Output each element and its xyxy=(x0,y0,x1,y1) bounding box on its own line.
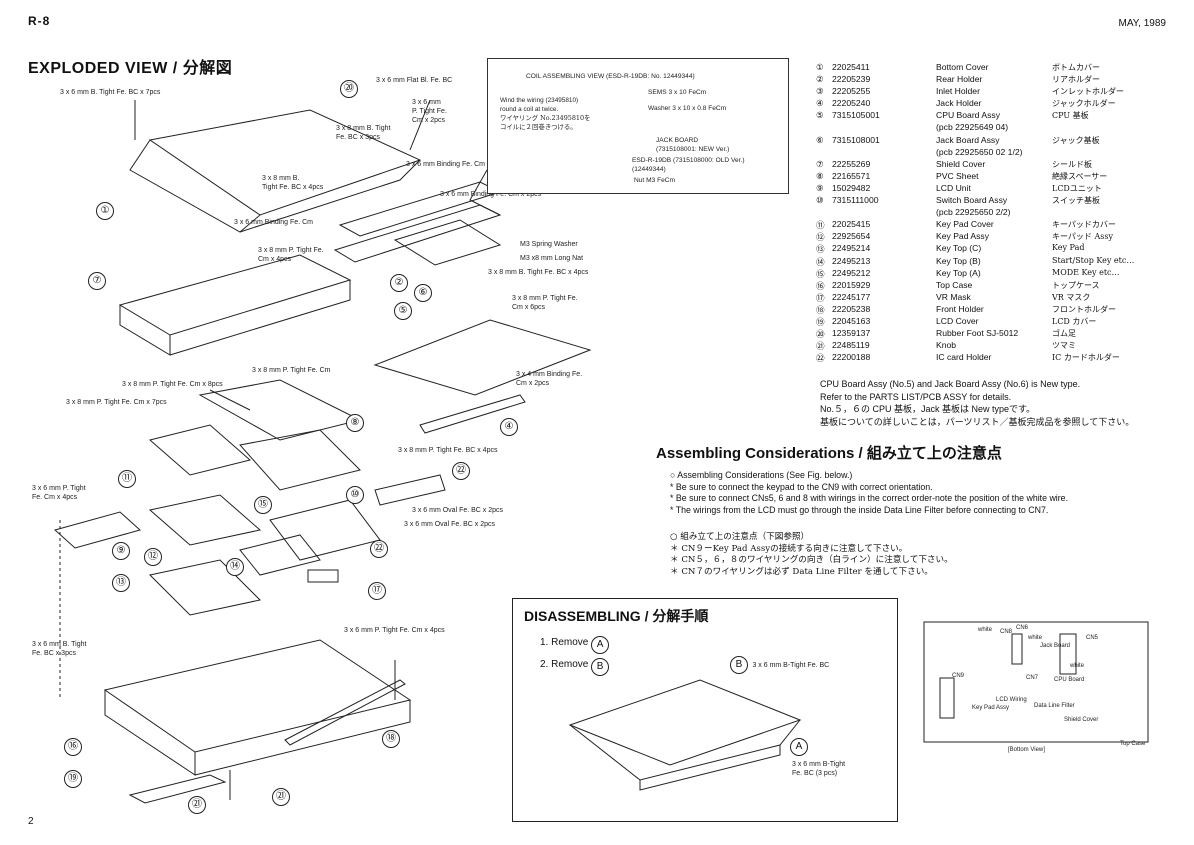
coil-wind-en: Wind the wiring (23495810) round a coil … xyxy=(500,97,579,113)
screw-label: 3 x 6 mm P. Tight Fe. Cm x 2pcs xyxy=(412,99,447,124)
bv-cn5: CN5 xyxy=(1086,635,1099,641)
screw-label: 3 x 8 mm P. Tight Fe. Cm x 6pcs xyxy=(512,295,578,311)
callout-16: ⑯ xyxy=(64,738,82,756)
callout-21b: ㉑ xyxy=(272,788,290,806)
page-code: R-8 xyxy=(28,14,51,28)
exploded-view-title: EXPLODED VIEW / 分解図 xyxy=(28,60,233,77)
callout-1: ① xyxy=(96,202,114,220)
callout-5: ⑤ xyxy=(394,302,412,320)
coil-wind-jp: ワイヤリング No.23495810を コイルに２回巻きつける。 xyxy=(500,114,591,131)
bv-white: white xyxy=(978,627,993,633)
mark-b: B xyxy=(730,656,748,674)
callout-13: ⑬ xyxy=(112,574,130,592)
callout-21a: ㉑ xyxy=(188,796,206,814)
bv-white-2: white xyxy=(1028,635,1043,641)
callout-15: ⑮ xyxy=(254,496,272,514)
coil-washer: Washer 3 x 10 x 0.8 FeCm xyxy=(648,105,727,112)
assembling-text-jp: ○ 組み立て上の注意点（下図参照） ＊ CN９ーKey Pad Assyの接続す… xyxy=(670,532,953,577)
screw-a-label: 3 x 6 mm B-Tight Fe. BC (3 pcs) xyxy=(792,761,846,777)
step-1: 1. Remove A xyxy=(540,634,610,654)
callout-20: ⑳ xyxy=(340,80,358,98)
screw-label: 3 x 6 mm P. Tight Fe. Cm x 4pcs xyxy=(32,485,86,501)
bv-lcd-wiring: LCD Wiring xyxy=(996,697,1027,703)
screw-label: 3 x 6 mm Flat Bl. Fe. BC xyxy=(376,77,453,84)
screw-b-callout: B 3 x 6 mm B-Tight Fe. BC xyxy=(730,654,829,674)
bv-jack-board: Jack Board xyxy=(1040,643,1071,649)
bv-white-3: white xyxy=(1070,663,1085,669)
callout-18: ⑱ xyxy=(382,730,400,748)
coil-title: COIL ASSEMBLING VIEW (ESD-R-19DB: No. 12… xyxy=(526,73,695,80)
callout-2: ② xyxy=(390,274,408,292)
callout-12: ⑫ xyxy=(144,548,162,566)
step-2: 2. Remove B xyxy=(540,656,610,676)
bv-cpu-board: CPU Board xyxy=(1054,677,1085,683)
screw-b-label: 3 x 6 mm B-Tight Fe. BC xyxy=(752,662,830,669)
callout-4: ④ xyxy=(500,418,518,436)
parts-note: CPU Board Assy (No.5) and Jack Board Ass… xyxy=(820,379,1135,427)
screw-label: 3 x 8 mm P. Tight Fe. Cm x 8pcs xyxy=(122,381,223,388)
screw-label: 3 x 6 mm Oval Fe. BC x 2pcs xyxy=(404,521,496,528)
assembling-text-en: ○ Assembling Considerations (See Fig. be… xyxy=(670,470,1069,515)
callout-22a: ㉒ xyxy=(452,462,470,480)
callout-19: ⑲ xyxy=(64,770,82,788)
screw-label: 3 x 8 mm B. Tight Fe. BC x 4pcs xyxy=(488,269,589,276)
screw-label: 3 x 8 mm P. Tight Fe. BC x 4pcs xyxy=(398,447,498,454)
screw-label: M3 Spring Washer xyxy=(520,241,578,248)
bv-shield-cover: Shield Cover xyxy=(1064,717,1099,723)
screw-label: 3 x 8 mm B. Tight Fe. BC x 4pcs xyxy=(262,175,324,191)
callout-8: ⑧ xyxy=(346,414,364,432)
coil-jack: JACK BOARD (7315108001: NEW Ver.) xyxy=(656,137,730,153)
coil-sems: SEMS 3 x 10 FeCm xyxy=(648,89,707,96)
callout-9: ⑨ xyxy=(112,542,130,560)
callout-14: ⑭ xyxy=(226,558,244,576)
bv-cn8: CN8 xyxy=(1000,629,1013,635)
bv-cn6: CN6 xyxy=(1016,625,1029,631)
bv-data-line-filter: Data Line Filter xyxy=(1034,703,1075,709)
page-number: 2 xyxy=(28,816,34,827)
page-date: MAY, 1989 xyxy=(1118,18,1166,29)
screw-label: M3 x8 mm Long Nat xyxy=(520,255,584,262)
screw-label: 3 x 4 mm Binding Fe. Cm x 2pcs xyxy=(516,371,583,387)
coil-assembling-view xyxy=(487,58,789,194)
callout-6: ⑥ xyxy=(414,284,432,302)
screw-label: 3 x 6 mm B. Tight Fe. BC x 3pcs xyxy=(32,641,87,657)
screw-label: 3 x 8 mm P. Tight Fe. Cm xyxy=(252,367,331,374)
mark-b: B xyxy=(591,658,610,676)
screw-label: 3 x 6 mm Binding Fe. Cm xyxy=(234,219,313,226)
bv-key-pad-assy: Key Pad Assy xyxy=(972,705,1010,711)
bv-cn7: CN7 xyxy=(1026,675,1039,681)
coil-nut: Nut M3 FeCm xyxy=(634,177,676,184)
coil-esd: ESD-R-19DB (7315108000: OLD Ver.) (12449… xyxy=(632,157,745,173)
screw-label: 3 x 6 mm Binding Fe. Cm x 2pcs xyxy=(440,191,542,198)
callout-22b: ㉒ xyxy=(370,540,388,558)
screw-label: 3 x 6 mm Oval Fe. BC x 2pcs xyxy=(412,507,504,514)
screw-label: 3 x 6 mm B. Tight Fe. BC x 7pcs xyxy=(60,89,161,96)
bv-caption: [Bottom View] xyxy=(1008,747,1045,753)
bv-cn9: CN9 xyxy=(952,673,965,679)
callout-11: ⑪ xyxy=(118,470,136,488)
screw-label: 3 x 8 mm B. Tight Fe. BC x 3pcs xyxy=(336,125,391,141)
callout-17: ⑰ xyxy=(368,582,386,600)
bv-top-case: Top Case xyxy=(1120,741,1146,747)
screw-label: 3 x 8 mm P. Tight Fe. Cm x 7pcs xyxy=(66,399,167,406)
callout-10: ⑩ xyxy=(346,486,364,504)
callout-7: ⑦ xyxy=(88,272,106,290)
assembling-title: Assembling Considerations / 組み立て上の注意点 xyxy=(656,445,1002,462)
mark-a: A xyxy=(591,636,610,654)
mark-a: A xyxy=(790,738,808,756)
disassembling-panel xyxy=(512,598,898,822)
screw-label: 3 x 6 mm Binding Fe. Cm xyxy=(406,161,485,168)
disassembling-title: DISASSEMBLING / 分解手順 xyxy=(524,608,709,624)
screw-label: 3 x 8 mm P. Tight Fe. Cm x 4pcs xyxy=(258,247,324,263)
screw-label: 3 x 6 mm P. Tight Fe. Cm x 4pcs xyxy=(344,627,445,634)
